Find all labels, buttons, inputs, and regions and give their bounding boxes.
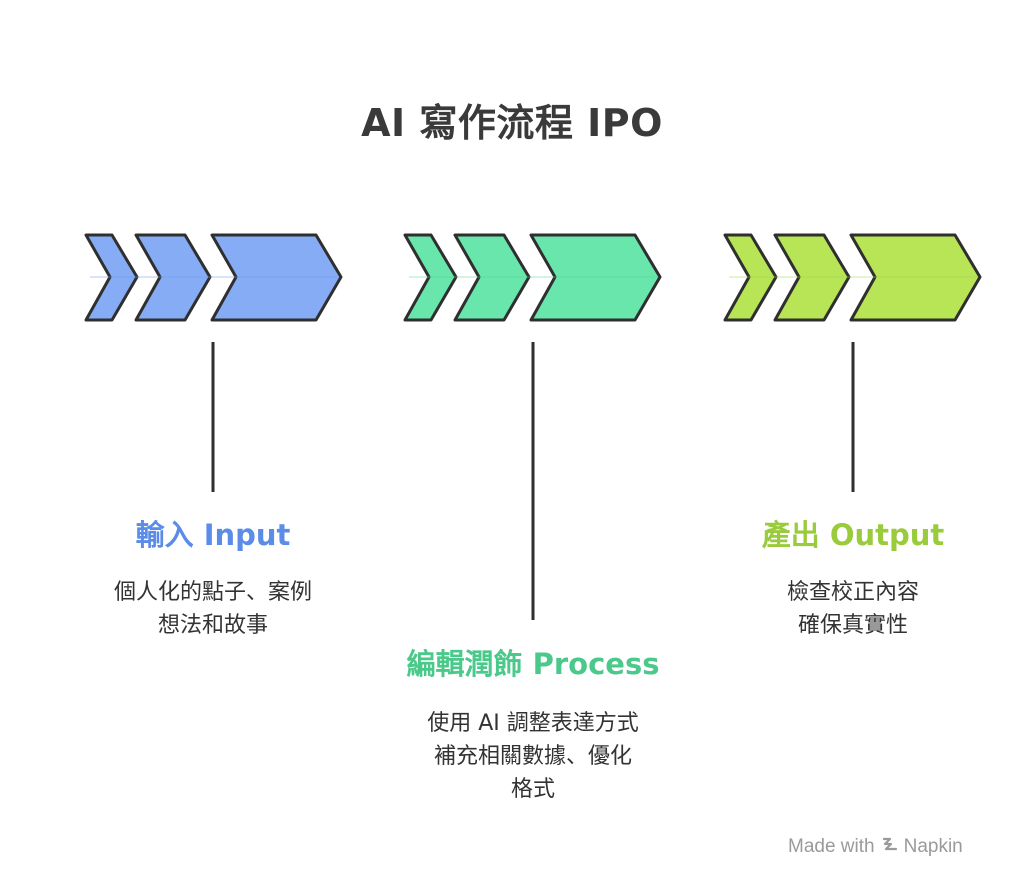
process-chevron-medium [453, 233, 531, 322]
watermark-brand: Napkin [903, 836, 963, 857]
watermark-made-with: Made with [788, 836, 875, 857]
input-description: 個人化的點子、案例 想法和故事 [63, 576, 363, 642]
process-description-line-2: 補充相關數據、優化 [433, 744, 632, 769]
process-description-line-3: 格式 [510, 777, 555, 802]
output-chevrons [723, 233, 982, 322]
output-title: 產出 Output [761, 518, 945, 552]
process-chevrons [403, 233, 662, 322]
napkin-logo-icon [881, 835, 899, 859]
input-description-line-2: 想法和故事 [157, 613, 268, 638]
input-chevron-medium [134, 233, 212, 322]
process-title: 編輯潤飾 Process [406, 647, 660, 681]
process-chevron-small [403, 233, 458, 322]
input-chevron-large [210, 233, 343, 322]
input-chevrons [84, 233, 343, 322]
output-description: 檢查校正內容 確保真實性 [703, 576, 1003, 642]
process-description-line-1: 使用 AI 調整表達方式 [427, 711, 639, 736]
input-title: 輸入 Input [135, 518, 291, 552]
process-description: 使用 AI 調整表達方式 補充相關數據、優化 格式 [373, 707, 693, 806]
output-chevron-small [723, 233, 778, 322]
output-chevron-medium [773, 233, 851, 322]
input-description-line-1: 個人化的點子、案例 [113, 580, 312, 605]
output-description-line-1: 檢查校正內容 [786, 580, 919, 605]
diagram-title: AI 寫作流程 IPO [361, 101, 663, 145]
napkin-watermark: Made with Napkin [788, 833, 988, 861]
input-chevron-small [84, 233, 139, 322]
process-chevron-large [529, 233, 662, 322]
output-description-line-2: 確保真實性 [797, 613, 908, 638]
output-chevron-large [849, 233, 982, 322]
